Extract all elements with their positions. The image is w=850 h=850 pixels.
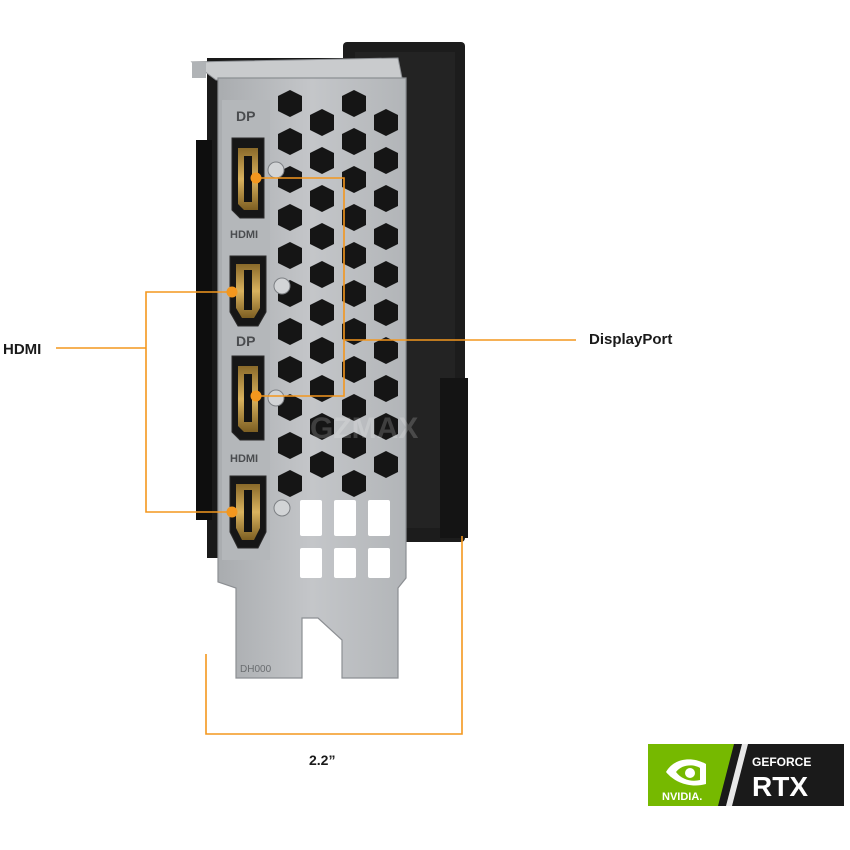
width-dimension-label: 2.2” <box>309 752 336 768</box>
width-dimension-line <box>205 536 463 735</box>
nvidia-eye-logo-icon <box>666 759 706 786</box>
bracket-screws <box>267 161 291 517</box>
watermark: GZMAX <box>310 412 418 445</box>
port-label-dp-1: DP <box>236 108 255 124</box>
vent-hole <box>374 223 398 250</box>
bracket-top-tab <box>190 57 403 81</box>
nvidia-geforce-rtx-badge: NVIDIA. GEFORCE RTX <box>648 744 844 806</box>
vent-hole <box>374 375 398 402</box>
displayport-connector-1 <box>231 137 265 219</box>
vent-hole <box>310 413 334 440</box>
badge-brand-text: NVIDIA. <box>662 791 702 803</box>
hdmi-connector-1 <box>229 255 267 327</box>
vent-hole <box>342 242 366 269</box>
displayport-connector-2 <box>231 355 265 441</box>
vent-hole <box>278 204 302 231</box>
vent-hole <box>310 109 334 136</box>
vent-hole <box>310 299 334 326</box>
vent-hole <box>374 147 398 174</box>
vent-hole <box>342 166 366 193</box>
vent-hole <box>278 470 302 497</box>
hdmi-callout-bracket <box>145 291 232 513</box>
vent-hole <box>342 128 366 155</box>
vent-hole <box>278 318 302 345</box>
port-label-hdmi-1: HDMI <box>230 229 258 241</box>
vent-hole <box>278 432 302 459</box>
vent-hole <box>342 204 366 231</box>
vent-hole <box>342 394 366 421</box>
badge-model-text: RTX <box>752 771 808 802</box>
displayport-callout-bracket <box>256 177 345 397</box>
vent-hole <box>310 261 334 288</box>
vent-hole <box>374 261 398 288</box>
vent-grid <box>278 90 398 497</box>
callout-lines <box>56 177 576 735</box>
vent-hole <box>342 470 366 497</box>
vent-hole <box>374 299 398 326</box>
badge-dark-panel <box>718 744 844 806</box>
vent-hole <box>374 451 398 478</box>
vent-hole <box>342 356 366 383</box>
hdmi-label: HDMI <box>3 341 42 358</box>
vent-hole <box>310 185 334 212</box>
vent-hole <box>278 128 302 155</box>
vent-hole <box>310 147 334 174</box>
badge-line-text: GEFORCE <box>752 755 811 769</box>
hdmi-connector-2 <box>229 475 267 549</box>
vent-hole <box>342 318 366 345</box>
displayport-label: DisplayPort <box>589 331 673 348</box>
lower-cutouts <box>300 500 390 578</box>
vent-hole <box>342 280 366 307</box>
vent-hole <box>342 90 366 117</box>
vent-hole <box>374 337 398 364</box>
vent-hole <box>278 242 302 269</box>
vent-hole <box>310 223 334 250</box>
port-label-dp-2: DP <box>236 333 255 349</box>
vent-hole <box>310 337 334 364</box>
vent-hole <box>374 109 398 136</box>
vent-hole <box>374 413 398 440</box>
bracket-part-number: DH000 <box>240 664 272 675</box>
vent-hole <box>342 432 366 459</box>
vent-hole <box>278 356 302 383</box>
vent-hole <box>278 90 302 117</box>
vent-hole <box>310 451 334 478</box>
port-label-hdmi-2: HDMI <box>230 453 258 465</box>
vent-hole <box>374 185 398 212</box>
callout-dots <box>226 172 262 518</box>
